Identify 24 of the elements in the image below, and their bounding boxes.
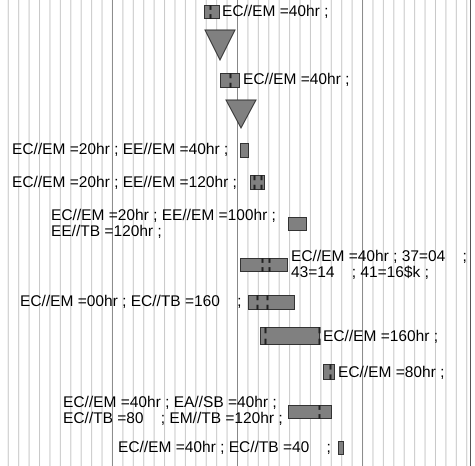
bar-annotation: EC//EM =80hr ; xyxy=(338,365,446,381)
bar-annotation: EC//EM =160hr ; xyxy=(323,329,440,345)
bar-annotation: EC//EM =40hr ; xyxy=(243,72,350,88)
milestone-triangle xyxy=(226,100,256,128)
bar-annotation: EC//EM =20hr ; EE//EM =40hr ; xyxy=(12,142,230,158)
gantt-bar xyxy=(240,258,288,272)
gantt-bar xyxy=(288,405,332,419)
bar-annotation: EC//EM =40hr ; EC//TB =40 ; xyxy=(118,440,332,456)
bar-annotation: EC//EM =40hr ; 37=04 ; 43=14 ; 41=16$k ; xyxy=(291,249,468,281)
gantt-bar xyxy=(240,143,249,158)
bar-annotation: EC//EM =00hr ; EC//TB =160 ; xyxy=(20,294,242,310)
gantt-bar xyxy=(288,217,307,231)
gantt-bar xyxy=(204,5,220,19)
gantt-bar xyxy=(323,364,335,380)
bar-annotation: EC//EM =20hr ; EE//EM =100hr ; EE//TB =120hr ; xyxy=(51,208,277,240)
gantt-bar xyxy=(250,175,265,190)
bar-annotation: EC//EM =40hr ; xyxy=(222,4,330,20)
milestone-triangle xyxy=(205,30,235,60)
gantt-bar xyxy=(248,295,295,310)
bar-annotation: EC//EM =20hr ; EE//EM =120hr ; xyxy=(12,175,238,191)
gantt-bar xyxy=(260,327,320,345)
gantt-bar xyxy=(338,441,344,455)
bar-annotation: EC//EM =40hr ; EA//SB =40hr ; EC//TB =80 ; EM//TB =120hr ; xyxy=(63,395,284,427)
gantt-bar xyxy=(220,73,240,88)
